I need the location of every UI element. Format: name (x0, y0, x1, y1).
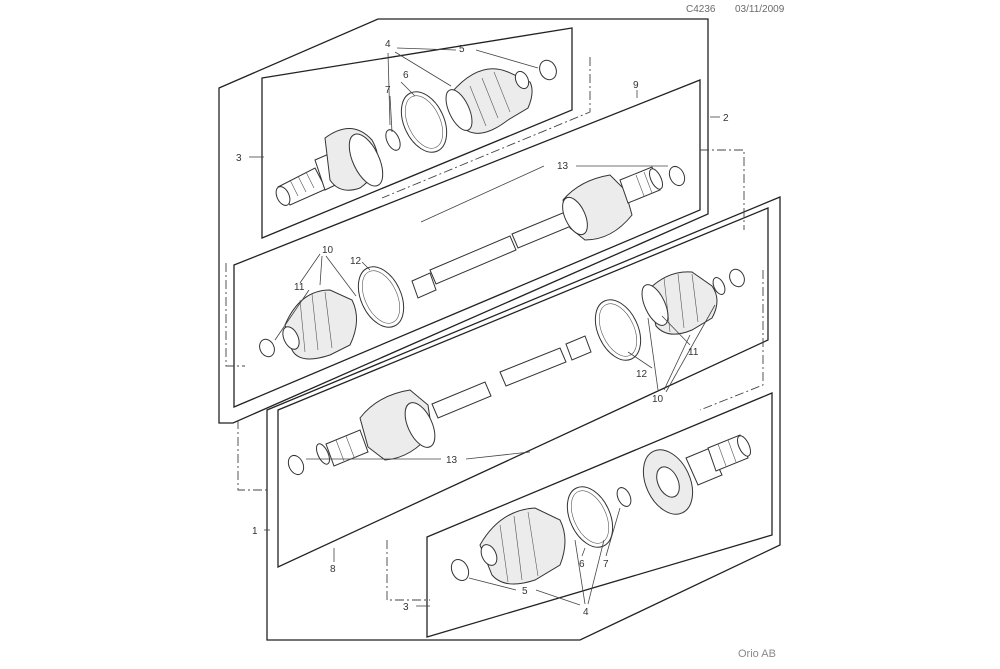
upper-boot-clamp-large (400, 91, 448, 153)
upper-shaft-dash-left (225, 263, 245, 367)
leader-lines (249, 47, 720, 607)
lower-shaft-dash-right (699, 270, 764, 411)
callout-labels: 3 4 5 6 7 2 9 10 12 11 13 11 12 10 13 1 … (236, 39, 729, 618)
callout-13-lower: 13 (446, 455, 458, 466)
callout-9: 9 (633, 80, 639, 91)
lower-cv-boot (479, 507, 566, 585)
upper-outer-cv-joint (275, 128, 384, 206)
callout-4-lower: 4 (583, 607, 589, 618)
upper-shaft-assembly-frame (218, 18, 709, 424)
lower-tripod-joint (316, 389, 436, 467)
lower-outer-cv-joint (642, 434, 751, 515)
lower-shaft-frame (277, 207, 769, 569)
callout-5-lower: 5 (522, 586, 528, 597)
callout-12-lower: 12 (636, 369, 648, 380)
callout-1: 1 (252, 526, 258, 537)
callout-7-upper: 7 (385, 85, 391, 96)
callout-6-lower: 6 (579, 559, 585, 570)
drawing-date: 03/11/2009 (735, 4, 785, 15)
callout-8: 8 (330, 564, 336, 575)
callout-13-upper: 13 (557, 161, 569, 172)
lower-shaft-assembly-frame (266, 196, 781, 641)
lower-kit-dash-boundary (386, 540, 430, 601)
lower-outer-joint-kit-frame (426, 392, 773, 638)
lower-boot-clamp-large (566, 486, 614, 548)
callout-12-upper: 12 (350, 256, 362, 267)
callout-6-upper: 6 (403, 70, 409, 81)
callout-5-upper: 5 (459, 44, 465, 55)
upper-clamp-ring-small (385, 129, 401, 151)
callout-2: 2 (723, 113, 729, 124)
lower-shaft-bar (431, 335, 592, 419)
upper-outer-joint-kit-frame (261, 27, 573, 239)
upper-kit-dash-boundary (381, 57, 591, 199)
lower-shaft-dash-left (237, 420, 270, 491)
upper-inner-clamp-ring (357, 266, 405, 328)
callout-7-lower: 7 (603, 559, 609, 570)
callout-3-lower: 3 (403, 602, 409, 613)
callout-11-lower: 11 (688, 347, 699, 358)
upper-shaft-bar (411, 209, 577, 299)
lower-clamp-small-end (450, 558, 470, 582)
lower-shaft-circlip (287, 454, 305, 476)
upper-cv-boot (445, 68, 533, 134)
upper-inner-boot (259, 289, 357, 360)
lower-clamp-ring-small (616, 487, 632, 507)
lower-inner-clamp-ring (594, 299, 642, 361)
lower-inner-boot (641, 268, 745, 335)
upper-tripod-joint (562, 166, 663, 241)
callout-10-upper: 10 (322, 245, 334, 256)
drawing-code: C4236 (686, 4, 716, 15)
callout-11-upper: 11 (294, 282, 305, 293)
callout-3-upper: 3 (236, 153, 242, 164)
upper-shaft-frame (233, 79, 701, 408)
callout-4-upper: 4 (385, 39, 391, 50)
callout-10-lower: 10 (652, 394, 664, 405)
upper-shaft-dash-right (700, 149, 745, 230)
upper-clamp-small-end (514, 59, 557, 90)
copyright-label: Orio AB (738, 648, 776, 660)
upper-shaft-circlip (668, 165, 686, 187)
